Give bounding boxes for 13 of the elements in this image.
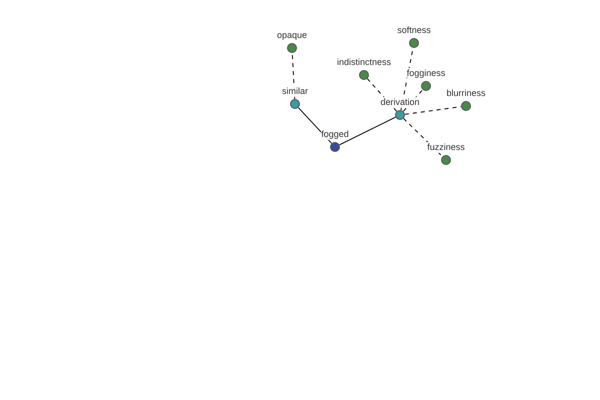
line bbox=[339, 116, 396, 146]
dashed-line bbox=[366, 78, 398, 112]
node-label: softness bbox=[397, 25, 431, 36]
node-label: indistinctness bbox=[336, 57, 392, 68]
dashed-line bbox=[403, 118, 443, 157]
dashed-line bbox=[404, 106, 462, 115]
node-label: blurriness bbox=[446, 88, 486, 99]
node-label: fogged bbox=[321, 129, 349, 140]
node-label: similar bbox=[282, 86, 308, 97]
node-label: fuzziness bbox=[427, 142, 465, 153]
node-label: fogginess bbox=[406, 68, 446, 79]
node-label: derivation bbox=[380, 97, 420, 108]
node-label: opaque bbox=[276, 30, 308, 41]
